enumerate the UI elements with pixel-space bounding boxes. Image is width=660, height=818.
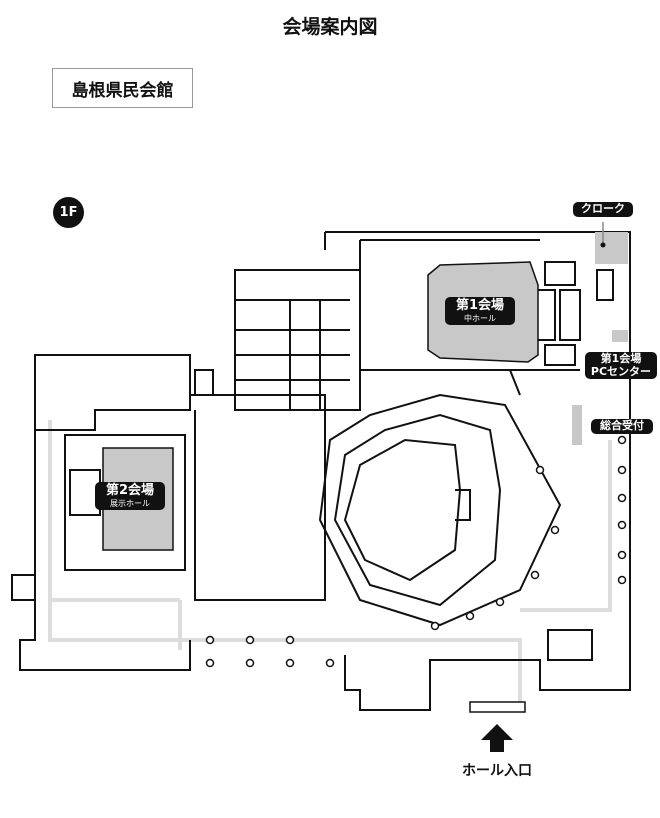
entrance-arrow-icon [481,724,513,752]
hall1-label-main: 第1会場 [455,298,505,313]
pc-center-line2: PCセンター [590,364,652,378]
pc-center-line1: 第1会場 [600,352,642,365]
hall2-label[interactable]: 第2会場 展示ホール [95,482,165,511]
entrance-door [469,701,526,713]
reception-label[interactable]: 総合受付 [591,419,653,434]
wall-right [325,231,631,711]
wall-toilets [234,269,361,411]
hall2-label-sub: 展示ホール [110,498,150,508]
cloak-label[interactable]: クローク [573,202,633,217]
venue-name: 島根県民会館 [52,68,193,108]
wall-left [34,354,191,431]
page-title: 会場案内図 [282,16,378,38]
walkway [48,420,612,710]
hall1-label[interactable]: 第1会場 中ホール [445,297,515,326]
main-hall-outline [318,393,562,627]
hall1-label-sub: 中ホール [464,313,496,323]
hall2-label-main: 第2会場 [105,483,155,498]
floor-badge: 1F [53,197,84,228]
entrance-label: ホール入口 [462,763,532,779]
columns [205,435,627,668]
cloak-room [595,232,628,264]
pc-center-label[interactable]: 第1会場 PCセンター [585,352,657,380]
